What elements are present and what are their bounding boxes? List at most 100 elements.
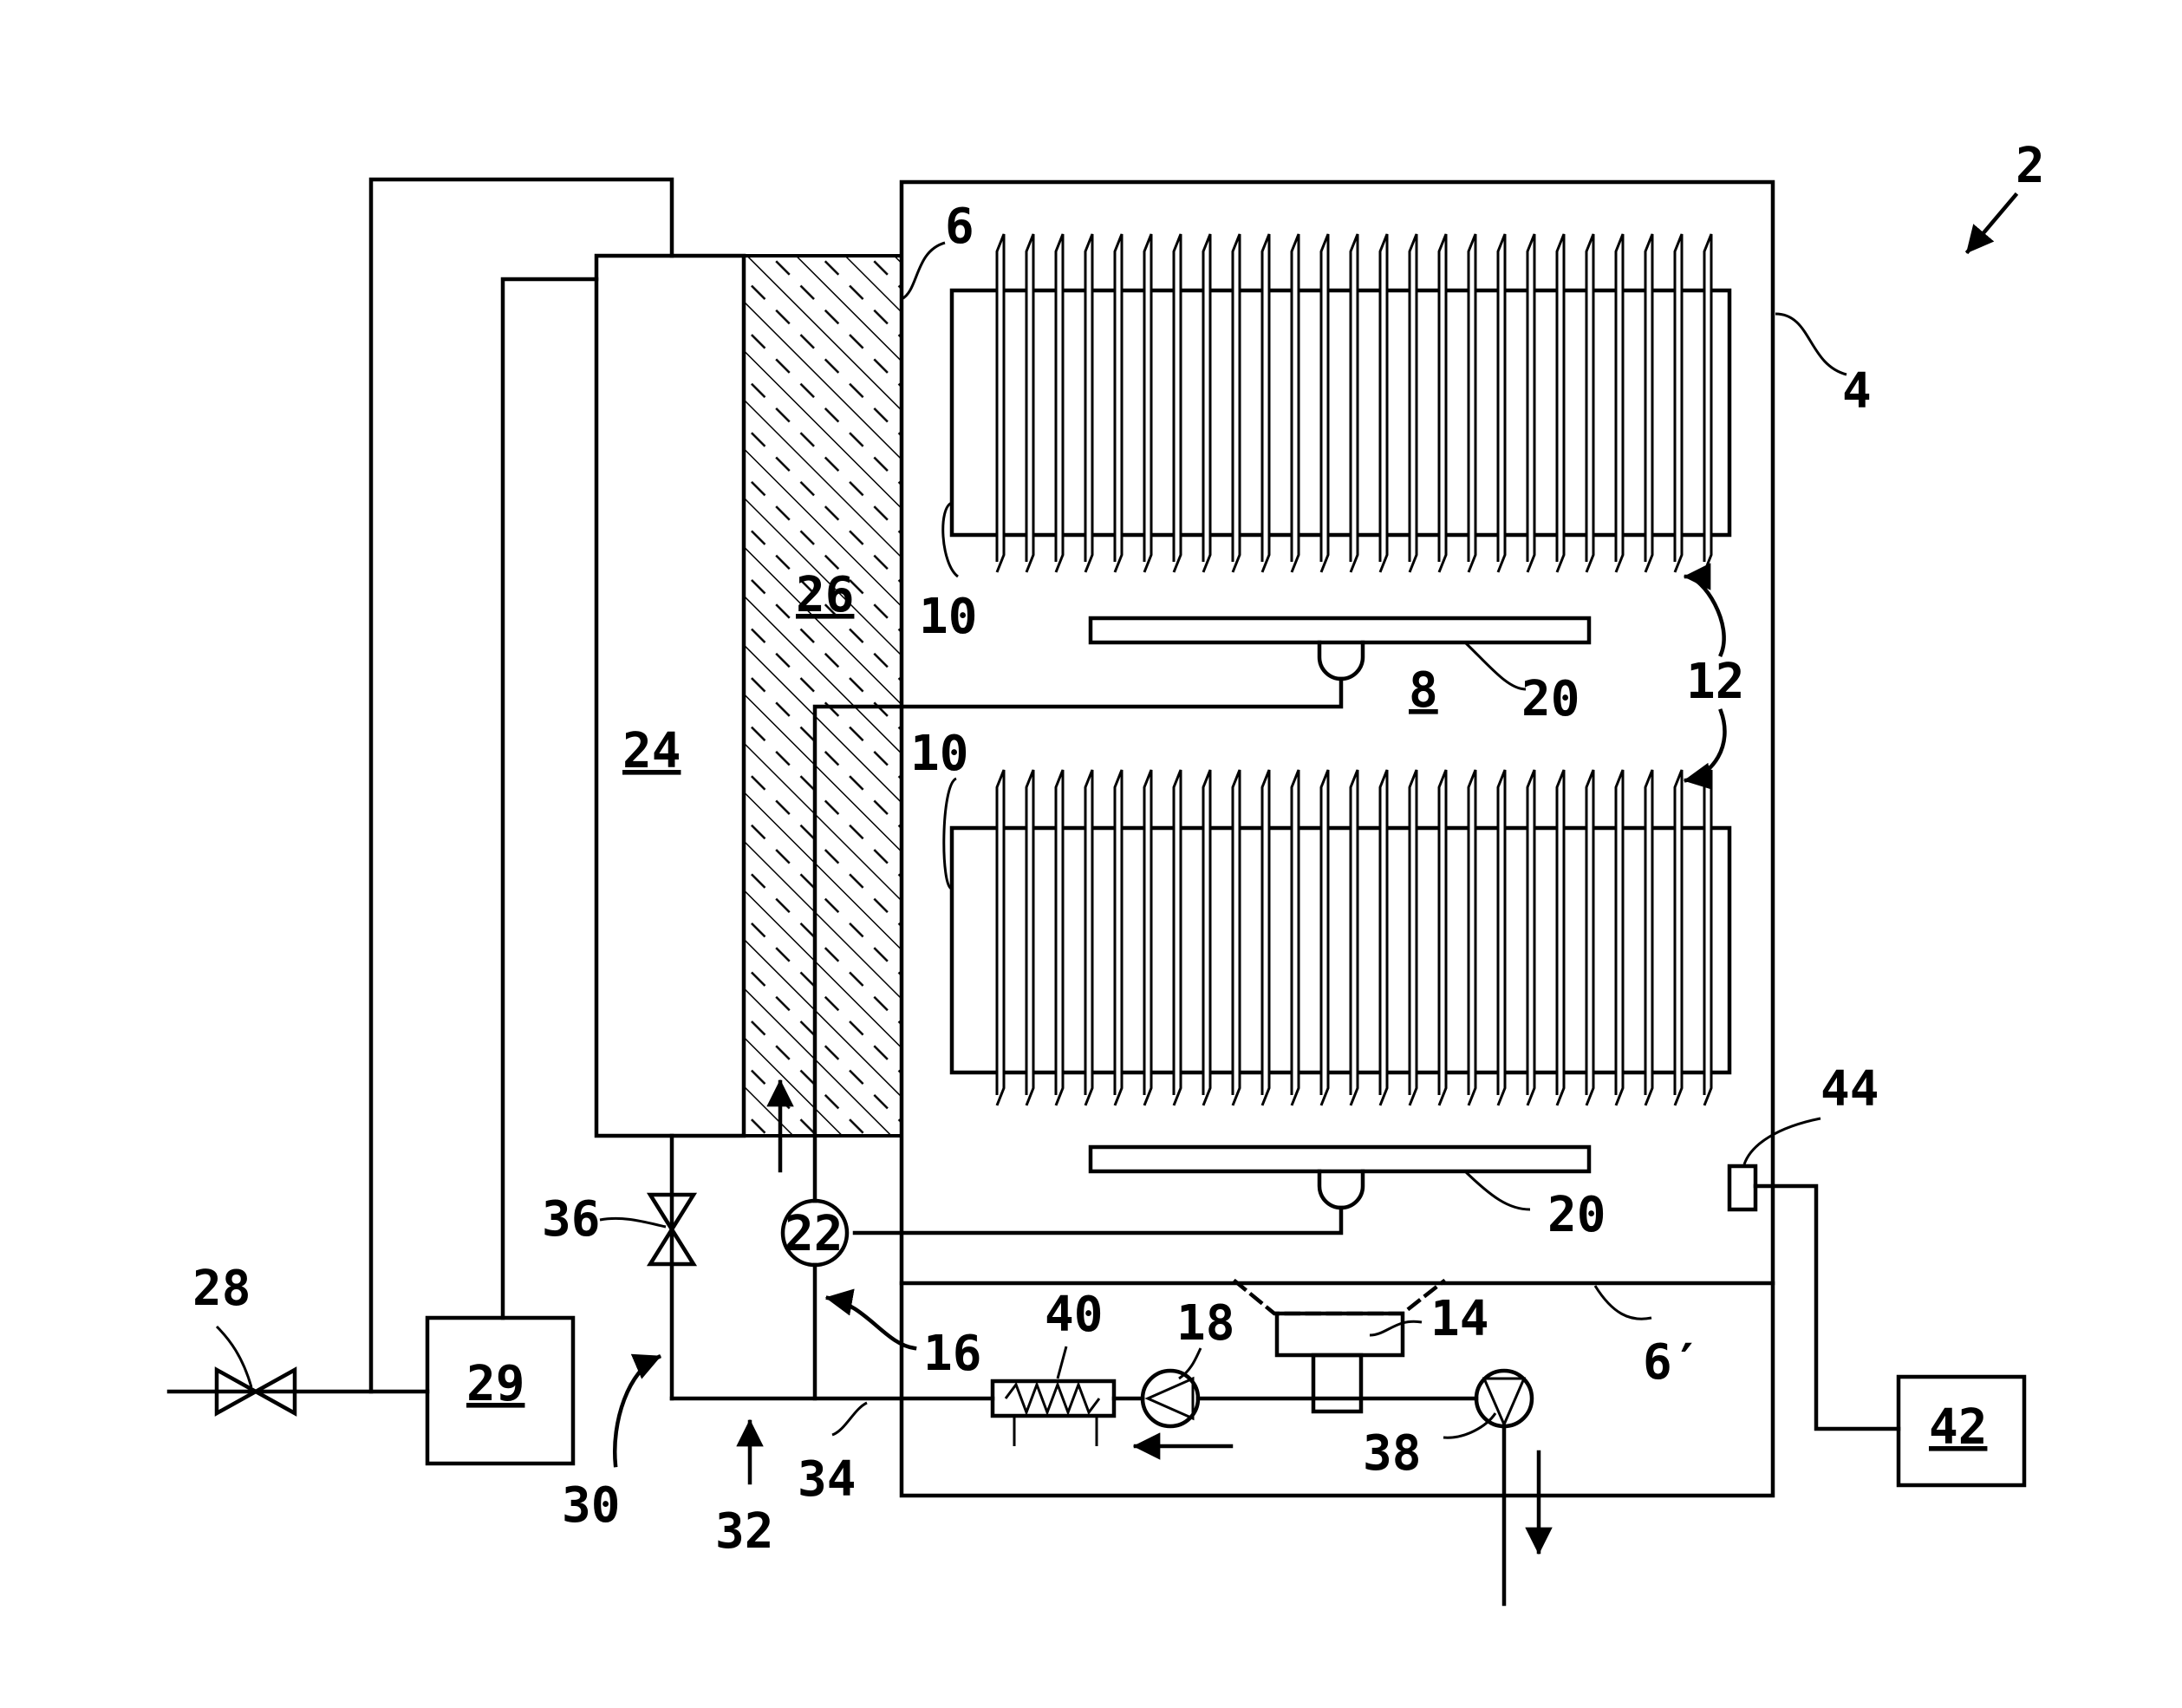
dish-fin	[1704, 234, 1711, 572]
dish-fin	[1439, 770, 1446, 1105]
pipe-inner-loop	[503, 279, 596, 1318]
spray-arm-lower	[1091, 1147, 1589, 1171]
rack-lower	[952, 828, 1729, 1072]
label-softener: 29	[466, 1356, 524, 1412]
dish-fin	[1262, 770, 1269, 1105]
leader-20-lower	[1465, 1171, 1530, 1209]
triangle-in-circle-pump-icon	[1148, 1379, 1193, 1418]
dish-fin	[1380, 234, 1387, 572]
dishes-upper	[997, 234, 1711, 572]
label-spray-arm-upper: 20	[1521, 671, 1580, 727]
dish-fin	[1645, 234, 1652, 572]
leader-30	[615, 1357, 659, 1465]
dish-fin	[1203, 770, 1210, 1105]
dish-fin	[1498, 234, 1505, 572]
dish-fin	[1469, 234, 1475, 572]
label-diverter: 22	[785, 1206, 843, 1262]
label-dishes: 12	[1686, 654, 1744, 710]
label-heat-exchanger: 24	[622, 723, 681, 779]
dish-fin	[1469, 770, 1475, 1105]
label-sensor: 44	[1821, 1061, 1879, 1118]
spray-arm-hub-lower	[1319, 1171, 1363, 1208]
label-shutoff-valve: 36	[542, 1191, 600, 1248]
dish-fin	[1174, 770, 1181, 1105]
dish-fin	[1351, 770, 1358, 1105]
dish-fin	[1675, 234, 1682, 572]
label-branch-point: 32	[715, 1503, 773, 1560]
dish-fin	[1115, 234, 1122, 572]
label-rack-lower: 10	[910, 726, 968, 782]
dish-fin	[1645, 770, 1652, 1105]
leader-12-upper	[1686, 577, 1724, 655]
label-rack-upper: 10	[919, 589, 977, 645]
dish-fin	[1085, 770, 1092, 1105]
dish-fin	[1410, 234, 1417, 572]
dish-fin	[1498, 770, 1505, 1105]
sensor-line	[1755, 1186, 1899, 1429]
dish-fin	[1026, 234, 1033, 572]
dish-fin	[1616, 770, 1623, 1105]
label-drain-pump: 38	[1363, 1425, 1421, 1482]
leader-40	[1058, 1346, 1066, 1379]
leader-44	[1744, 1118, 1821, 1164]
label-circulation-line: 16	[923, 1326, 981, 1382]
dish-fin	[1292, 770, 1299, 1105]
label-connecting-line: 34	[798, 1451, 856, 1508]
dish-fin	[1144, 770, 1151, 1105]
dish-fin	[1321, 234, 1328, 572]
label-tank: 4	[1842, 363, 1872, 420]
drain-pump-triangle	[1484, 1379, 1524, 1424]
dish-fin	[1115, 770, 1122, 1105]
dish-fin	[1527, 770, 1534, 1105]
dish-fin	[1527, 234, 1534, 572]
zigzag-heater-icon	[1006, 1385, 1099, 1412]
sump-outlet	[1313, 1355, 1361, 1411]
leader-34	[832, 1403, 867, 1435]
dish-fin	[1026, 770, 1033, 1105]
dish-fin	[1557, 234, 1564, 572]
dish-fin	[997, 770, 1004, 1105]
dish-fin	[1704, 770, 1711, 1105]
dish-fin	[1144, 234, 1151, 572]
dish-fin	[1085, 234, 1092, 572]
leader-20-upper	[1465, 642, 1526, 689]
dish-fin	[1292, 234, 1299, 572]
dish-fin	[1586, 234, 1593, 572]
leader-14	[1370, 1321, 1422, 1335]
leader-36	[600, 1218, 666, 1227]
dish-fin	[1174, 234, 1181, 572]
label-sump: 14	[1430, 1291, 1488, 1347]
dish-fin	[1321, 770, 1328, 1105]
sump-funnel	[1235, 1281, 1443, 1314]
dish-fin	[1410, 770, 1417, 1105]
leader-12-lower	[1686, 711, 1724, 780]
dish-fin	[1380, 770, 1387, 1105]
dish-fin	[1351, 234, 1358, 572]
label-insulation: 26	[796, 567, 854, 623]
dish-fin	[1439, 234, 1446, 572]
spray-arm-upper	[1091, 618, 1589, 642]
leader-4	[1775, 314, 1847, 375]
leader-6-prime	[1595, 1286, 1651, 1319]
circulation-line-lower	[855, 1208, 1341, 1233]
label-fresh-water-line: 30	[562, 1477, 620, 1534]
dish-fin	[1056, 770, 1063, 1105]
sump	[1277, 1314, 1403, 1355]
dish-fin	[1557, 770, 1564, 1105]
label-wall-lower: 6′	[1643, 1334, 1701, 1391]
label-circulation-pump: 18	[1176, 1295, 1234, 1352]
label-spray-arm-lower: 20	[1547, 1187, 1606, 1243]
heat-exchanger	[596, 256, 744, 1136]
dish-fin	[1586, 770, 1593, 1105]
label-chamber: 8	[1409, 662, 1438, 719]
sensor	[1729, 1166, 1755, 1209]
dishes-lower	[997, 770, 1711, 1105]
spray-arm-hub-upper	[1319, 642, 1363, 679]
pipe-outer-loop	[371, 179, 672, 1392]
label-inlet-valve: 28	[192, 1261, 251, 1317]
dish-fin	[1675, 770, 1682, 1105]
label-wall-upper: 6	[945, 199, 974, 255]
dish-fin	[997, 234, 1004, 572]
label-assembly: 2	[2016, 138, 2045, 194]
